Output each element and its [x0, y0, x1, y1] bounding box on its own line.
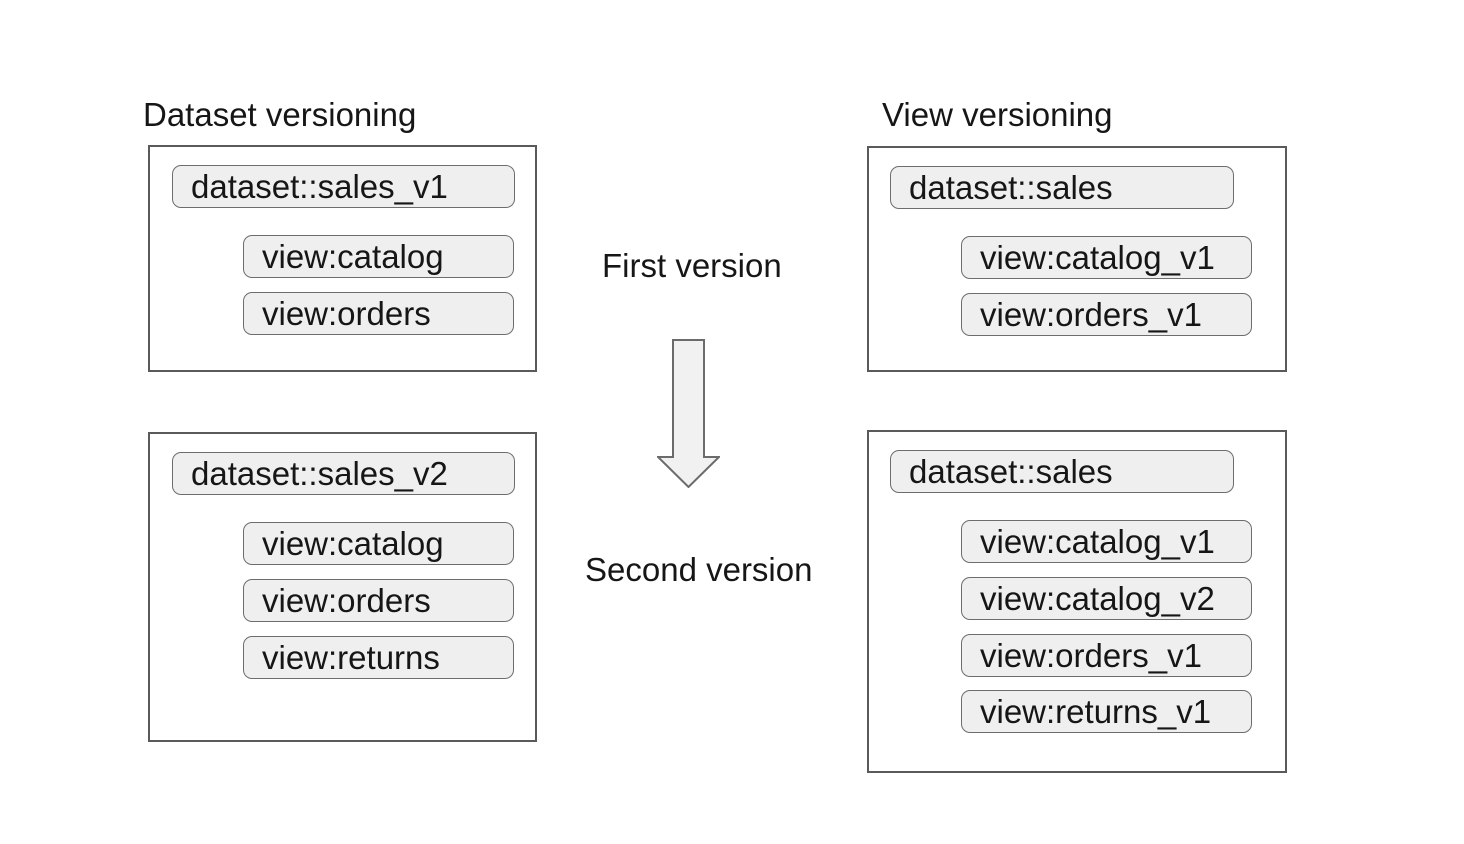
- view-pill: view:orders: [243, 579, 514, 622]
- dataset-versioning-second-version-box: dataset::sales_v2 view:catalog view:orde…: [148, 432, 537, 742]
- view-pill: view:orders_v1: [961, 634, 1252, 677]
- view-pill: view:catalog_v1: [961, 520, 1252, 563]
- view-versioning-first-version-box: dataset::sales view:catalog_v1 view:orde…: [867, 146, 1287, 372]
- down-arrow-icon: [657, 339, 720, 488]
- dataset-versioning-first-version-box: dataset::sales_v1 view:catalog view:orde…: [148, 145, 537, 372]
- view-pill: view:returns: [243, 636, 514, 679]
- dataset-pill: dataset::sales_v2: [172, 452, 515, 495]
- first-version-label: First version: [602, 247, 782, 284]
- dataset-pill: dataset::sales: [890, 166, 1234, 209]
- view-pill: view:catalog: [243, 522, 514, 565]
- view-versioning-second-version-box: dataset::sales view:catalog_v1 view:cata…: [867, 430, 1287, 773]
- view-pill: view:orders: [243, 292, 514, 335]
- view-pill: view:orders_v1: [961, 293, 1252, 336]
- view-pill: view:catalog_v2: [961, 577, 1252, 620]
- second-version-label: Second version: [585, 551, 813, 588]
- dataset-versioning-title: Dataset versioning: [143, 96, 417, 133]
- view-versioning-title: View versioning: [882, 96, 1113, 133]
- dataset-pill: dataset::sales: [890, 450, 1234, 493]
- dataset-pill: dataset::sales_v1: [172, 165, 515, 208]
- view-pill: view:catalog: [243, 235, 514, 278]
- view-pill: view:returns_v1: [961, 690, 1252, 733]
- view-pill: view:catalog_v1: [961, 236, 1252, 279]
